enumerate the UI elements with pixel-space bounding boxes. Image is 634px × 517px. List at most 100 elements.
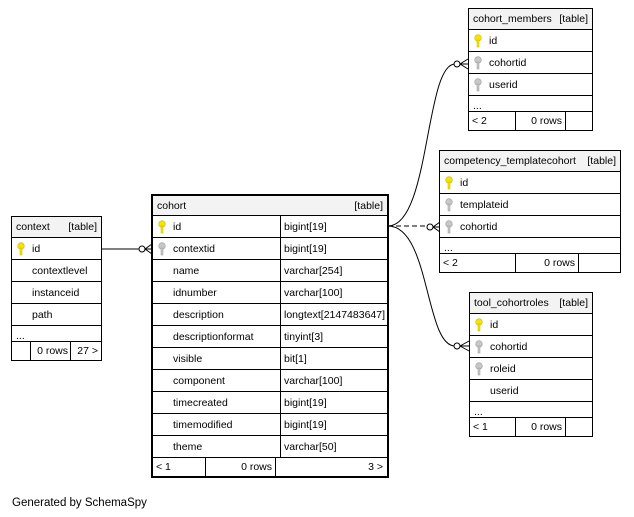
footer-children[interactable]: 3 >	[275, 458, 387, 476]
table-header[interactable]: cohort_members [table]	[469, 9, 592, 30]
primary-key-icon	[470, 317, 488, 332]
footer-rows: 0 rows	[516, 254, 579, 272]
column-name[interactable]: idnumber	[173, 286, 217, 299]
link-cohortroles-cohort-crowfoot	[459, 340, 470, 352]
foreign-key-icon	[470, 339, 488, 354]
table-name[interactable]: tool_cohortroles	[474, 297, 549, 309]
column-name[interactable]: timemodified	[173, 418, 233, 431]
column-row[interactable]: userid	[469, 74, 592, 96]
column-type: bigint[19]	[280, 392, 387, 413]
column-name[interactable]: id	[489, 34, 498, 47]
column-row[interactable]: id	[12, 238, 101, 260]
more-columns: ...	[440, 238, 620, 254]
column-name[interactable]: descriptionformat	[173, 330, 254, 343]
footer-children[interactable]: 27 >	[77, 345, 98, 357]
table-header[interactable]: tool_cohortroles [table]	[470, 293, 592, 314]
column-row[interactable]: visible bit[1]	[153, 348, 387, 370]
column-type: bigint[19]	[280, 216, 387, 237]
column-row[interactable]: id	[469, 30, 592, 52]
column-row[interactable]: component varchar[100]	[153, 370, 387, 392]
column-name[interactable]: timecreated	[173, 396, 228, 409]
more-columns: ...	[470, 402, 592, 418]
column-name[interactable]: name	[173, 264, 200, 277]
table-context[interactable]: context [table] id contextlevel instance…	[11, 216, 102, 361]
footer-parents[interactable]: < 1	[470, 418, 516, 436]
table-header[interactable]: context [table]	[12, 217, 101, 238]
link-cohort-context-crowfoot	[144, 243, 153, 255]
footer-children[interactable]	[566, 418, 592, 436]
table-name[interactable]: cohort	[157, 199, 187, 212]
column-row[interactable]: timemodified bigint[19]	[153, 414, 387, 436]
column-name[interactable]: cohortid	[460, 220, 498, 233]
column-row[interactable]: name varchar[254]	[153, 260, 387, 282]
column-row[interactable]: id	[440, 172, 620, 194]
column-name[interactable]: theme	[173, 440, 203, 453]
column-row[interactable]: templateid	[440, 194, 620, 216]
table-kind: [table]	[68, 221, 97, 233]
table-name[interactable]: cohort_members	[473, 13, 552, 25]
foreign-key-icon	[440, 197, 458, 212]
link-members-cohort	[387, 63, 456, 227]
column-row[interactable]: idnumber varchar[100]	[153, 282, 387, 304]
footer-parents[interactable]: < 1	[153, 458, 206, 476]
column-name[interactable]: cohortid	[490, 340, 528, 353]
column-name[interactable]: instanceid	[32, 286, 80, 299]
column-name[interactable]: cohortid	[489, 56, 527, 69]
column-name[interactable]: roleid	[490, 362, 516, 375]
column-row[interactable]: timecreated bigint[19]	[153, 392, 387, 414]
column-name[interactable]: templateid	[460, 198, 509, 211]
column-row[interactable]: cohortid	[440, 216, 620, 238]
column-type: varchar[100]	[280, 282, 387, 303]
column-name[interactable]: id	[32, 242, 41, 255]
footer-parents[interactable]: < 2	[469, 112, 516, 130]
footer-children[interactable]	[579, 254, 620, 272]
table-header[interactable]: cohort [table]	[153, 196, 387, 216]
column-name[interactable]: id	[490, 318, 499, 331]
column-name[interactable]: id	[460, 176, 469, 189]
column-row[interactable]: userid	[470, 380, 592, 402]
column-row[interactable]: roleid	[470, 358, 592, 380]
footer-rows: 0 rows	[516, 418, 566, 436]
column-row[interactable]: descriptionformat tinyint[3]	[153, 326, 387, 348]
column-type: varchar[50]	[280, 436, 387, 457]
table-cohort[interactable]: cohort [table] id bigint[19] contextid b…	[151, 194, 389, 478]
column-row[interactable]: contextid bigint[19]	[153, 238, 387, 260]
column-name[interactable]: userid	[490, 384, 519, 397]
column-name[interactable]: description	[173, 308, 224, 321]
column-name[interactable]: path	[32, 308, 53, 321]
table-competency-templatecohort[interactable]: competency_templatecohort [table] id tem…	[439, 150, 621, 273]
table-name[interactable]: competency_templatecohort	[444, 155, 576, 167]
table-name[interactable]: context	[16, 221, 50, 233]
footer-parents[interactable]	[12, 342, 31, 360]
footer-parents[interactable]: < 2	[440, 254, 516, 272]
link-templatecohort-cohort-crowfoot	[432, 221, 441, 233]
column-row[interactable]: id	[470, 314, 592, 336]
table-footer: < 2 0 rows	[440, 254, 620, 272]
link-cohortroles-cohort-end-circle	[453, 342, 461, 350]
column-name[interactable]: visible	[173, 352, 203, 365]
table-cohort-members[interactable]: cohort_members [table] id cohortid useri…	[468, 8, 593, 131]
column-type: bit[1]	[280, 348, 387, 369]
column-row[interactable]: description longtext[2147483647]	[153, 304, 387, 326]
table-footer: < 1 0 rows	[470, 418, 592, 436]
link-cohort-context-end-circle	[138, 245, 146, 253]
column-type: varchar[254]	[280, 260, 387, 281]
column-row[interactable]: instanceid	[12, 282, 101, 304]
foreign-key-icon	[469, 55, 487, 70]
column-row[interactable]: cohortid	[469, 52, 592, 74]
table-header[interactable]: competency_templatecohort [table]	[440, 151, 620, 172]
column-name[interactable]: contextlevel	[32, 264, 88, 277]
column-name[interactable]: userid	[489, 78, 518, 91]
foreign-key-icon	[469, 77, 487, 92]
column-row[interactable]: contextlevel	[12, 260, 101, 282]
column-name[interactable]: contextid	[173, 242, 216, 255]
footer-children[interactable]	[566, 112, 592, 130]
column-row[interactable]: id bigint[19]	[153, 216, 387, 238]
column-row[interactable]: cohortid	[470, 336, 592, 358]
column-name[interactable]: component	[173, 374, 225, 387]
table-tool-cohortroles[interactable]: tool_cohortroles [table] id cohortid rol…	[469, 292, 593, 437]
link-members-cohort-crowfoot	[459, 58, 469, 70]
column-row[interactable]: theme varchar[50]	[153, 436, 387, 458]
column-row[interactable]: path	[12, 304, 101, 326]
column-name[interactable]: id	[173, 220, 182, 233]
